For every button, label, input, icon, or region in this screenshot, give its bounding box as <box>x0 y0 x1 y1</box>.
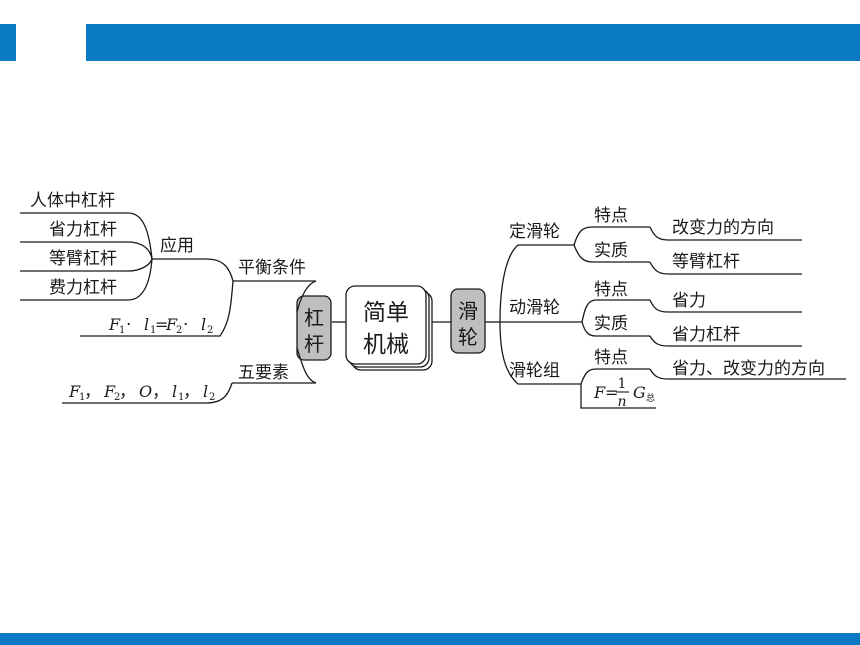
svg-text:1: 1 <box>79 392 85 403</box>
svg-text:，: ， <box>152 382 169 402</box>
center-label-line1: 简单 <box>363 300 409 326</box>
app-line-4 <box>20 258 153 301</box>
block-feature-line <box>580 368 650 385</box>
block-formula: F = 1 n G 总 <box>593 376 655 410</box>
five-elements-items: F 1 ， F 2 ， O ， l 1 ， l 2 <box>68 382 215 403</box>
svg-text:=: = <box>155 315 168 334</box>
svg-text:1: 1 <box>119 325 125 336</box>
svg-text:n: n <box>617 394 626 410</box>
fixed-feature-value: 改变力的方向 <box>672 218 774 238</box>
app-line-3 <box>20 258 153 272</box>
block-feature-value: 省力、改变力的方向 <box>672 359 825 379</box>
block-formula-line <box>580 384 656 409</box>
header-bar-left <box>0 24 16 61</box>
fixed-feature-line <box>573 226 650 246</box>
branch-application-line <box>152 258 234 282</box>
svg-text:F: F <box>68 382 81 401</box>
svg-text:2: 2 <box>207 325 213 336</box>
branch-balance-line <box>233 280 317 313</box>
svg-text:2: 2 <box>209 392 215 403</box>
svg-text:l: l <box>144 315 149 334</box>
svg-text:，: ， <box>119 382 136 402</box>
svg-text:l: l <box>201 315 206 334</box>
lever-box: 杠 杆 <box>296 295 332 361</box>
svg-text:F: F <box>108 315 121 334</box>
footer-bar <box>0 633 860 645</box>
svg-text:，: ， <box>183 382 200 402</box>
movable-feature-label: 特点 <box>594 280 628 300</box>
fixed-essence-value: 等臂杠杆 <box>672 252 740 272</box>
svg-text:总: 总 <box>646 392 655 404</box>
header-bar <box>86 24 860 61</box>
movable-feature-value-line <box>649 299 802 313</box>
movable-essence-value: 省力杠杆 <box>672 325 740 345</box>
fixed-essence-value-line <box>649 261 802 275</box>
center-label-line2: 机械 <box>363 332 409 358</box>
app-item-3: 等臂杠杆 <box>49 249 117 269</box>
fixed-feature-label: 特点 <box>594 206 628 226</box>
block-feature-label: 特点 <box>594 348 628 368</box>
balance-label: 平衡条件 <box>238 258 306 278</box>
block-feature-value-line <box>649 368 846 380</box>
app-item-4: 费力杠杆 <box>49 278 117 298</box>
branch-block-line <box>499 321 581 385</box>
branch-formula-line <box>80 280 234 337</box>
svg-text:l: l <box>203 382 208 401</box>
svg-text:F: F <box>103 382 116 401</box>
branch-fixed-line <box>499 244 574 323</box>
svg-text:，: ， <box>84 382 101 402</box>
five-elements-label: 五要素 <box>238 363 289 383</box>
app-line-1 <box>20 212 153 260</box>
app-line-2 <box>20 241 153 260</box>
svg-text:1: 1 <box>178 392 184 403</box>
balance-formula: F 1 · l 1 = F 2 · l 2 <box>108 315 213 336</box>
lever-box-char1: 杠 <box>304 306 324 330</box>
fixed-essence-label: 实质 <box>594 241 628 261</box>
svg-text:l: l <box>172 382 177 401</box>
movable-feature-value: 省力 <box>672 291 706 311</box>
branch-five-elements-line <box>232 347 317 384</box>
svg-text:1: 1 <box>150 325 156 336</box>
svg-text:F: F <box>593 383 606 402</box>
svg-text:2: 2 <box>114 392 120 403</box>
svg-text:F: F <box>165 315 178 334</box>
application-label: 应用 <box>160 236 194 256</box>
fixed-feature-value-line <box>649 226 802 241</box>
pulley-box: 滑 轮 <box>450 288 486 354</box>
movable-feature-line <box>581 299 650 323</box>
center-box: 简单 机械 <box>345 285 433 371</box>
svg-text:1: 1 <box>618 376 627 392</box>
movable-essence-label: 实质 <box>594 314 628 334</box>
pulley-box-char1: 滑 <box>458 299 478 323</box>
svg-text:G: G <box>633 383 646 402</box>
movable-essence-value-line <box>649 335 802 347</box>
svg-text:=: = <box>605 383 618 402</box>
lever-box-char2: 杆 <box>304 332 324 356</box>
five-elements-items-line <box>62 382 233 404</box>
svg-text:2: 2 <box>176 325 182 336</box>
svg-text:·: · <box>183 315 188 335</box>
fixed-pulley-label: 定滑轮 <box>509 222 560 242</box>
app-item-2: 省力杠杆 <box>49 220 117 240</box>
fixed-essence-line <box>573 244 650 263</box>
svg-text:O: O <box>139 382 152 401</box>
pulley-box-char2: 轮 <box>458 325 478 349</box>
pulley-block-label: 滑轮组 <box>509 361 560 381</box>
movable-essence-line <box>581 321 650 337</box>
svg-text:·: · <box>126 315 131 335</box>
movable-pulley-label: 动滑轮 <box>509 298 560 318</box>
app-item-1: 人体中杠杆 <box>30 191 115 211</box>
